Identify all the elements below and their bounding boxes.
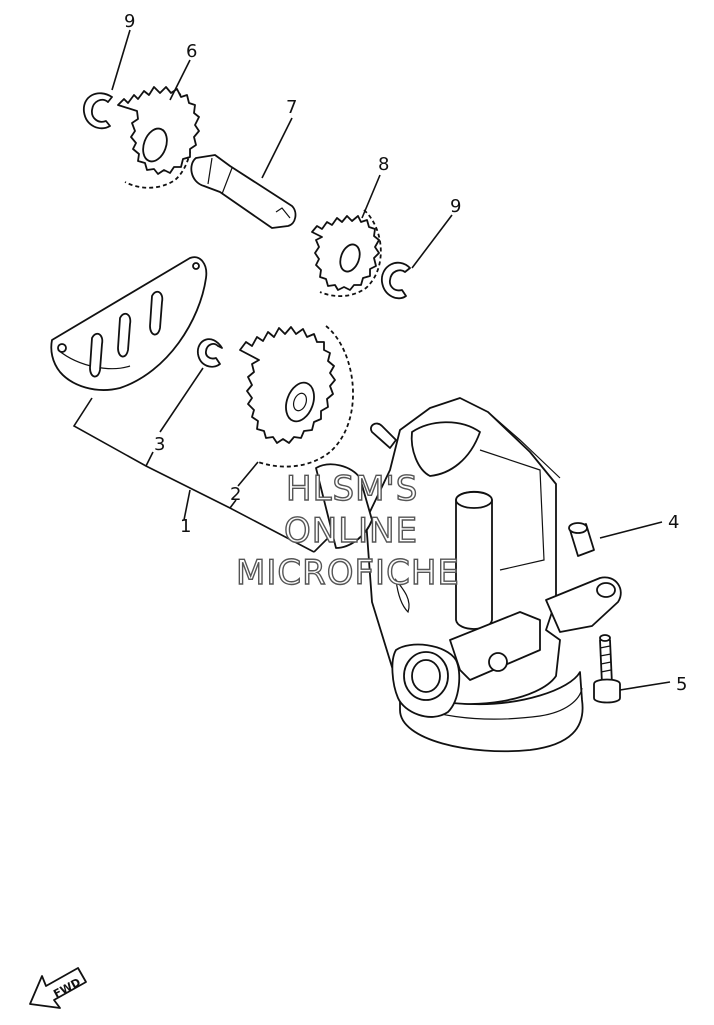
callout-8: 8 xyxy=(378,154,389,175)
callout-3: 3 xyxy=(154,434,165,455)
dowel-pin-4 xyxy=(568,522,595,557)
callout-2: 2 xyxy=(230,484,241,505)
callout-9-top: 9 xyxy=(124,11,135,32)
watermark-line-3: MICROFICHE xyxy=(236,553,460,593)
callout-7: 7 xyxy=(286,97,297,118)
gear-2 xyxy=(239,325,354,468)
leader-lines xyxy=(72,29,671,691)
circlip-3 xyxy=(197,338,223,368)
callout-9-right: 9 xyxy=(450,196,461,217)
callout-5: 5 xyxy=(676,674,687,695)
bolt-5 xyxy=(593,634,621,704)
circlip-9-top xyxy=(83,92,113,130)
watermark-line-1: HLSM'S xyxy=(286,469,418,509)
shaft-7 xyxy=(190,154,297,229)
oil-pump-body xyxy=(315,397,622,753)
circlip-9-right xyxy=(381,261,411,300)
gear-8 xyxy=(311,209,382,297)
callout-1: 1 xyxy=(180,516,191,537)
cover-plate xyxy=(50,256,208,391)
gear-6 xyxy=(117,86,200,189)
fwd-arrow-icon: FWD xyxy=(29,967,87,1009)
watermark: HLSM'S ONLINE MICROFICHE xyxy=(235,468,460,593)
callout-4: 4 xyxy=(668,512,679,533)
watermark-line-2: ONLINE xyxy=(284,511,418,551)
callout-6: 6 xyxy=(186,41,197,62)
